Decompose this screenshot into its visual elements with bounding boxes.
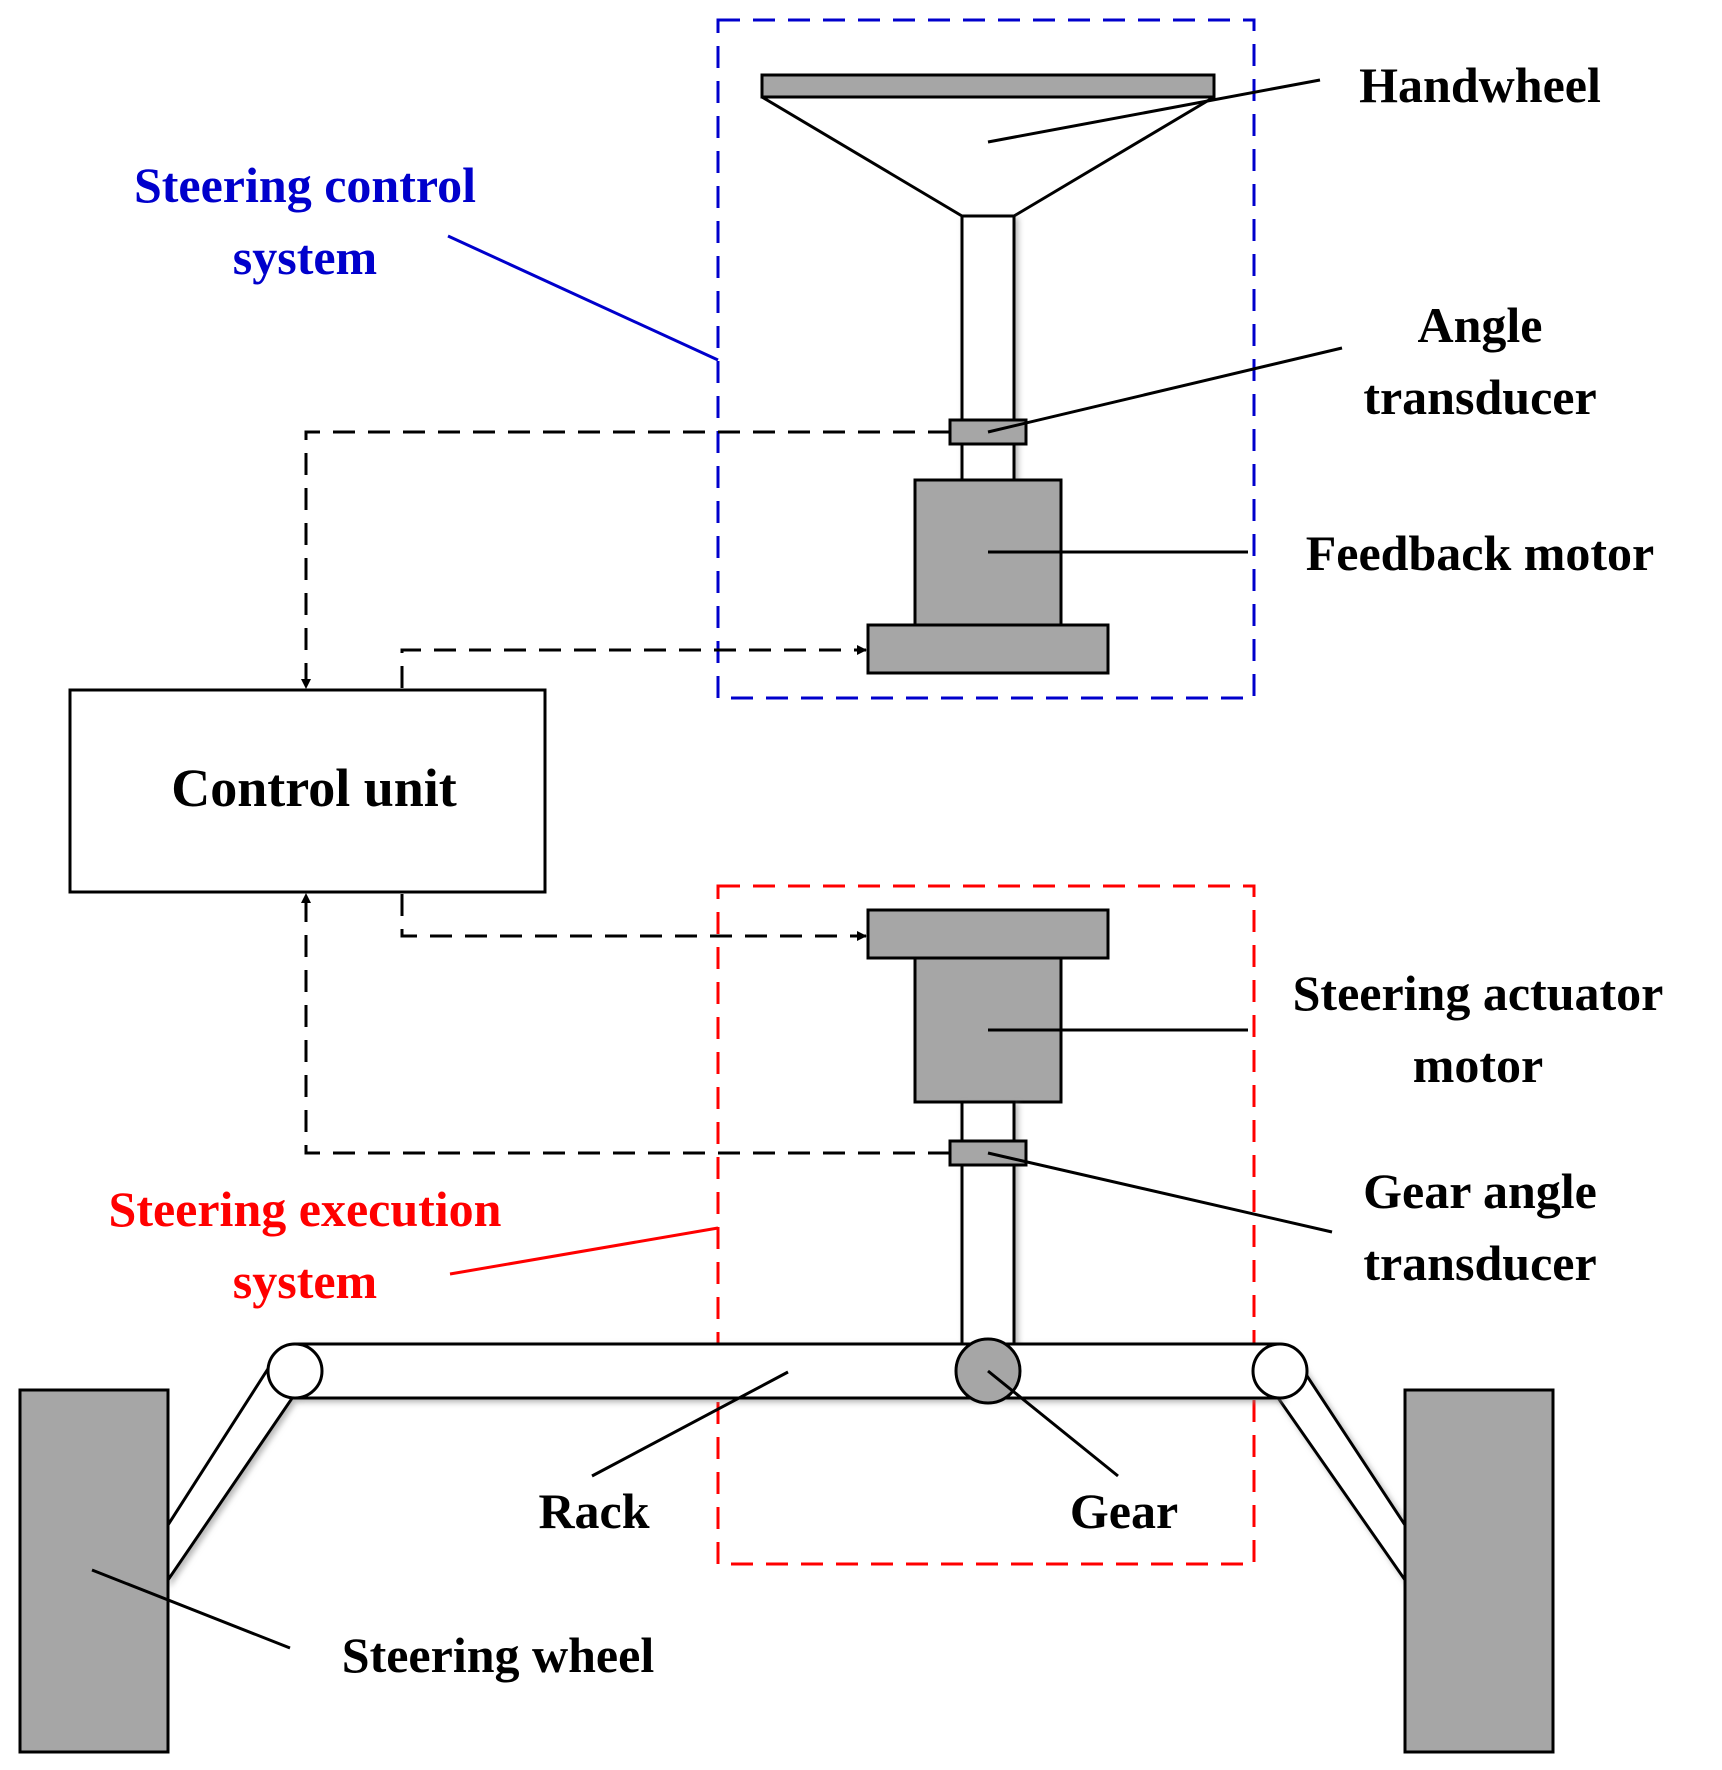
- leader-rack: [591, 1370, 789, 1478]
- control-unit-box: [68, 688, 547, 894]
- signal-lines: [301, 430, 950, 1155]
- label-feedback-motor: Feedback motor: [1306, 525, 1655, 581]
- label-gear-angle-line1: Gear angle: [1363, 1163, 1597, 1219]
- leader-control-system: [447, 234, 719, 362]
- label-steering-execution-line1: Steering execution: [109, 1181, 502, 1237]
- signal-gear-angle-to-control: [301, 893, 950, 1155]
- leader-steering-wheel: [91, 1568, 291, 1650]
- leader-execution-system: [449, 1226, 719, 1276]
- leader-handwheel: [987, 78, 1321, 144]
- label-angle-transducer-line2: transducer: [1363, 369, 1596, 425]
- label-gear: Gear: [1070, 1483, 1178, 1539]
- label-rack: Rack: [538, 1483, 649, 1539]
- label-actuator-motor-line1: Steering actuator: [1293, 965, 1664, 1021]
- steering-control-system-box: [716, 18, 1256, 700]
- leader-angle-transducer: [987, 346, 1343, 434]
- label-steering-execution-line2: system: [233, 1253, 377, 1309]
- handwheel: [760, 73, 1216, 218]
- rack-joint-right: [1251, 1342, 1309, 1400]
- rack: [293, 1342, 1282, 1400]
- leader-gear: [987, 1369, 1119, 1478]
- label-steering-control-line2: system: [233, 229, 377, 285]
- label-steering-control-line1: Steering control: [134, 157, 476, 213]
- leader-lines: [91, 78, 1343, 1650]
- label-angle-transducer-line1: Angle: [1418, 297, 1543, 353]
- signal-control-to-actuator: [400, 894, 867, 941]
- signal-angle-to-control: [301, 430, 950, 689]
- feedback-motor: [866, 478, 1110, 675]
- label-handwheel: Handwheel: [1359, 57, 1601, 113]
- leader-gear-angle: [987, 1151, 1333, 1234]
- rack-joint-left: [266, 1342, 324, 1400]
- steering-actuator-motor: [866, 908, 1110, 1104]
- steering-execution-system-box: [716, 884, 1256, 1566]
- signal-control-to-feedback-motor: [400, 645, 867, 688]
- label-steering-wheel: Steering wheel: [342, 1627, 655, 1683]
- label-actuator-motor-line2: motor: [1413, 1037, 1544, 1093]
- steering-wheel-right: [1403, 1388, 1555, 1754]
- label-control-unit: Control unit: [171, 758, 457, 818]
- label-gear-angle-line2: transducer: [1363, 1235, 1596, 1291]
